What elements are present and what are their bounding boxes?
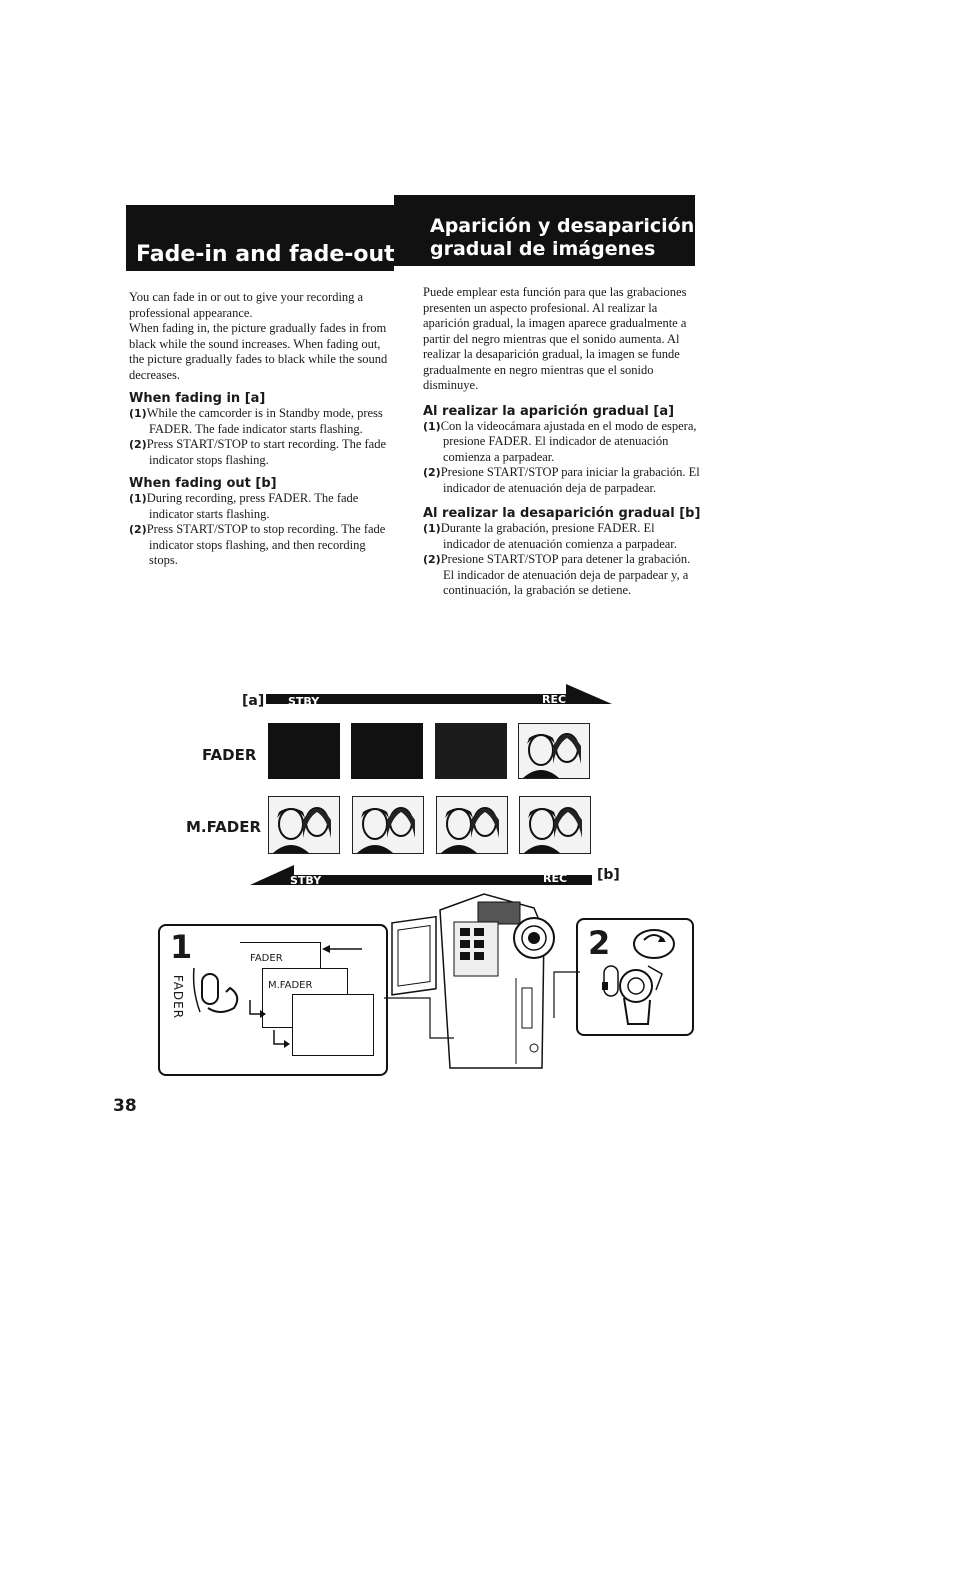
english-intro-1: You can fade in or out to give your reco… [129, 290, 364, 320]
fader-frame-black [351, 723, 423, 779]
fader-frame-black [268, 723, 340, 779]
label-b: [b] [597, 867, 620, 883]
portrait-image [524, 807, 582, 853]
fade-out-step: (2)Press START/STOP to stop recording. T… [129, 522, 386, 567]
screen-fader-box [240, 942, 321, 973]
label-a: [a] [242, 693, 265, 709]
spanish-intro: Puede emplear esta función para que las … [423, 285, 687, 392]
desaparicion-step: (1)Durante la grabación, presione FADER.… [423, 521, 677, 551]
step2-panel [576, 918, 694, 1036]
screen-fader-text: FADER [250, 953, 283, 964]
spanish-column: Puede emplear esta función para que las … [423, 285, 701, 599]
mfader-frame-photo [352, 796, 424, 854]
fade-out-arrow-bar [250, 865, 592, 885]
fader-frame-dark [435, 723, 507, 779]
portrait-image [357, 807, 415, 853]
step1-number: 1 [170, 928, 193, 966]
english-title-banner: Fade-in and fade-out [126, 205, 395, 271]
mfader-row-label: M.FADER [186, 818, 262, 836]
fader-button-label: FADER [171, 974, 186, 1020]
spanish-title-line2: gradual de imágenes [430, 238, 656, 260]
portrait-image [523, 733, 581, 778]
english-title: Fade-in and fade-out [136, 242, 395, 267]
fade-out-heading: When fading out [b] [129, 476, 277, 491]
fade-out-step: (1)During recording, press FADER. The fa… [129, 491, 359, 521]
portrait-image [441, 807, 499, 853]
mfader-frame-photo [436, 796, 508, 854]
start-stop-button-icon [633, 929, 675, 959]
stby-label-b: STBY [290, 874, 322, 887]
rec-label-b: REC [543, 872, 568, 885]
mfader-frame-photo [519, 796, 591, 854]
english-intro-2: When fading in, the picture gradually fa… [129, 321, 388, 382]
fade-in-step: (1)While the camcorder is in Standby mod… [129, 406, 383, 436]
page-number: 38 [113, 1096, 137, 1116]
step2-number: 2 [588, 924, 611, 962]
down-right-arrow-icon [273, 1030, 290, 1048]
camcorder-illustration [384, 893, 580, 1069]
finger-press-start-stop-icon [602, 965, 663, 1025]
arrow-left-icon [322, 945, 362, 953]
screen-mfader-text: M.FADER [268, 980, 313, 991]
spanish-title-line1: Aparición y desaparición [430, 215, 695, 237]
fade-in-step: (2)Press START/STOP to start recording. … [129, 437, 387, 467]
step1-panel [158, 924, 388, 1076]
english-column: You can fade in or out to give your reco… [129, 290, 391, 569]
fade-in-heading: When fading in [a] [129, 391, 266, 406]
finger-press-fader-icon [192, 967, 239, 1013]
fade-in-arrow-bar [266, 684, 612, 704]
spanish-title-banner: Aparición y desaparición gradual de imág… [394, 195, 695, 266]
fader-frame-photo [518, 723, 590, 779]
aparicion-step: (1)Con la videocámara ajustada en el mod… [423, 418, 697, 464]
mfader-frame-photo [268, 796, 340, 854]
down-right-arrow-icon [249, 1000, 266, 1018]
rec-label-a: REC [542, 693, 567, 706]
desaparicion-heading: Al realizar la desaparición gradual [b] [423, 506, 701, 521]
screen-blank-box [292, 994, 374, 1056]
aparicion-step: (2)Presione START/STOP para iniciar la g… [423, 465, 700, 495]
portrait-image [273, 807, 331, 853]
aparicion-heading: Al realizar la aparición gradual [a] [423, 403, 675, 419]
fader-row-label: FADER [202, 746, 257, 764]
desaparicion-step: (2)Presione START/STOP para detener la g… [423, 552, 691, 597]
stby-label-a: STBY [288, 695, 320, 708]
